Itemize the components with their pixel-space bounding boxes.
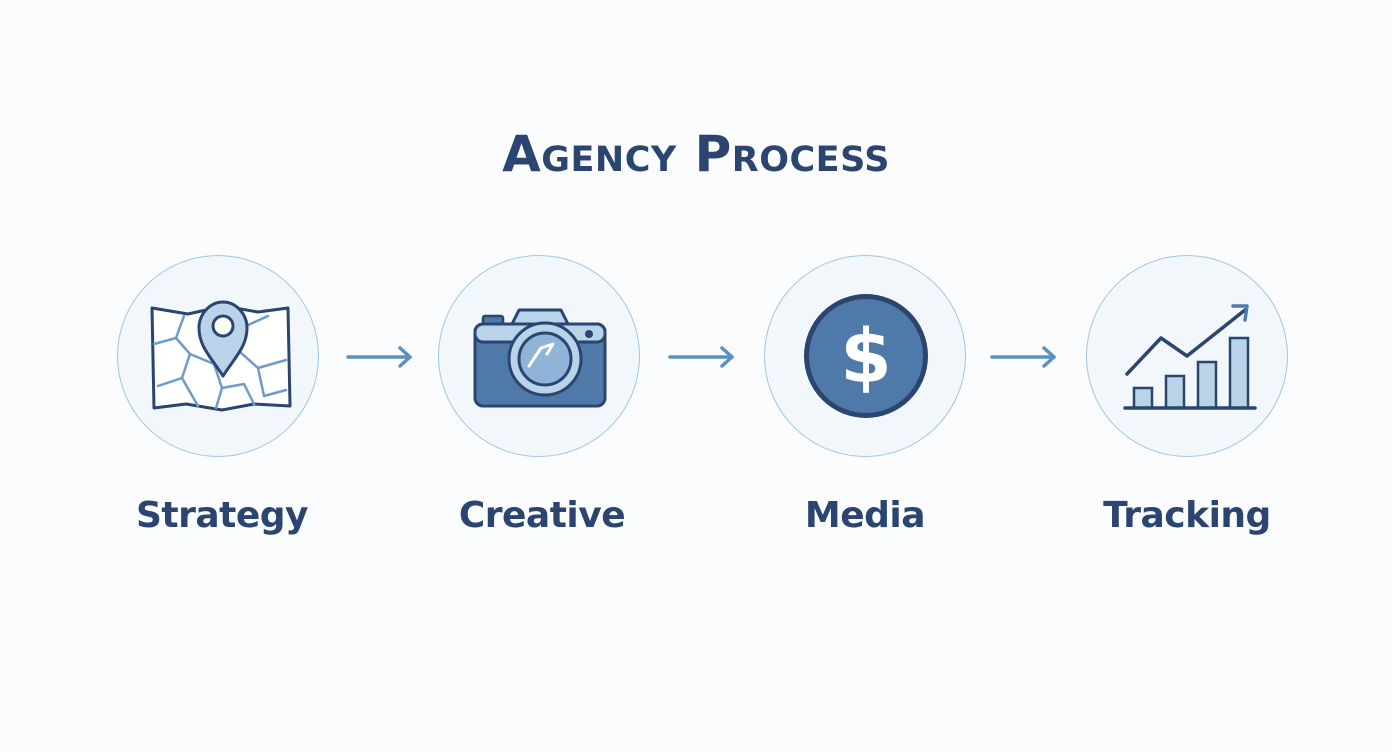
step-media-circle: $ <box>764 255 966 457</box>
arrow-right-icon <box>990 346 1056 368</box>
step-label-media: Media <box>804 495 926 536</box>
dollar-coin-icon: $ <box>804 294 928 418</box>
svg-text:$: $ <box>840 314 892 400</box>
camera-icon <box>473 308 607 408</box>
page-title: Agency Process <box>502 125 890 183</box>
step-label-tracking: Tracking <box>1103 495 1271 536</box>
step-strategy-circle <box>117 255 319 457</box>
arrow-right-icon <box>668 346 734 368</box>
step-label-strategy: Strategy <box>135 495 309 536</box>
map-pin-icon <box>150 300 292 412</box>
step-label-creative: Creative <box>458 495 626 536</box>
growth-chart-icon <box>1123 304 1257 410</box>
step-tracking-circle <box>1086 255 1288 457</box>
arrow-right-icon <box>346 346 412 368</box>
step-creative-circle <box>438 255 640 457</box>
